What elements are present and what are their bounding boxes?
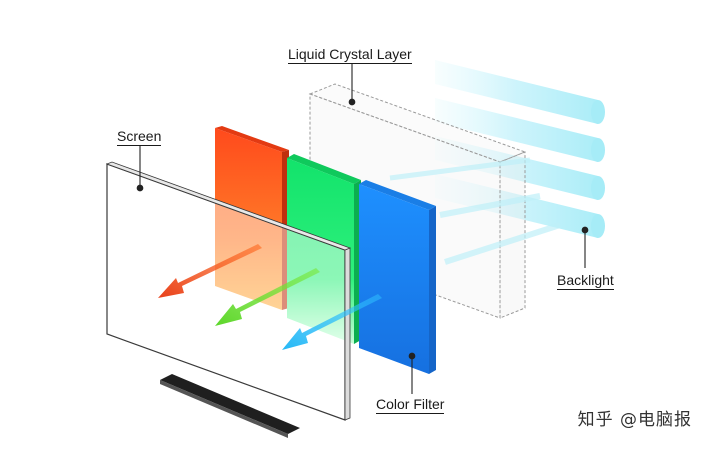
screen-label-text: Screen	[117, 128, 162, 146]
screen-stand	[160, 374, 300, 438]
red-arrow	[158, 244, 262, 298]
color-filter-leader-dot	[408, 352, 416, 360]
blue-filter	[359, 180, 436, 374]
backlight-beam	[435, 98, 605, 162]
color-filter-label: Color Filter	[376, 396, 445, 414]
green-arrow	[215, 268, 320, 326]
backlight-label: Backlight	[557, 272, 614, 290]
screen-leader-dot	[136, 184, 144, 192]
backlight-leader-dot	[581, 226, 589, 234]
liquid-crystal-layer-label: Liquid Crystal Layer	[288, 46, 412, 64]
backlight-beam	[435, 136, 605, 200]
screen	[105, 161, 352, 421]
light-rays	[389, 157, 561, 265]
blue-arrow	[282, 294, 382, 350]
watermark: 知乎 @电脑报	[577, 410, 692, 430]
screen-label: Screen	[117, 128, 162, 146]
backlight-beam	[435, 60, 605, 124]
lcl-leader-dot	[348, 98, 356, 106]
color-filter-label-text: Color Filter	[376, 396, 445, 414]
liquid-crystal-layer-label-text: Liquid Crystal Layer	[288, 46, 412, 64]
leader-lines	[136, 63, 589, 394]
backlight-label-text: Backlight	[557, 272, 614, 290]
